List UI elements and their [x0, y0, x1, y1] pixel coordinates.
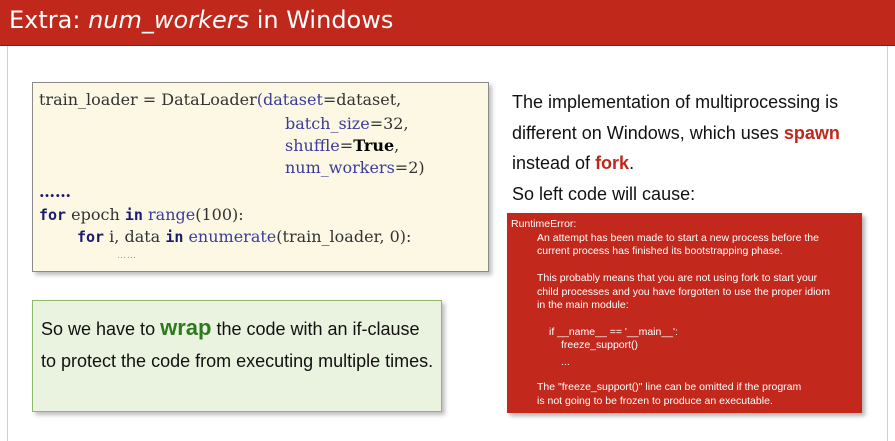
- code-arg-num-workers: num_workers: [285, 158, 395, 177]
- error-line: This probably means that you are not usi…: [537, 272, 818, 284]
- code-fn-enumerate: enumerate: [183, 227, 277, 246]
- error-code-line: freeze_support(): [561, 339, 639, 351]
- explanation-lead-in: So left code will cause:: [512, 183, 696, 204]
- error-message-box: RuntimeError: An attempt has been made t…: [507, 213, 862, 413]
- code-line-for-epoch: for epoch in range(100):: [39, 204, 244, 226]
- error-code-line: ...: [561, 356, 570, 368]
- error-code-line: if __name__ == '__main__':: [549, 326, 678, 338]
- explanation-text: The implementation of multiprocessing is…: [512, 87, 882, 209]
- error-line: The "freeze_support()" line can be omitt…: [537, 381, 802, 393]
- highlight-spawn: spawn: [783, 122, 840, 143]
- note-box: So we have to wrap the code with an if-c…: [32, 300, 442, 412]
- code-arg-dataset-value: =dataset,: [322, 90, 402, 109]
- explanation-period: .: [629, 153, 635, 173]
- slide-title: Extra: num_workers in Windows: [9, 5, 393, 35]
- error-line: An attempt has been made to start a new …: [537, 232, 819, 244]
- note-text-before: So we have to: [41, 319, 161, 339]
- code-arg-num-workers-value: =2): [394, 158, 425, 177]
- title-bar: Extra: num_workers in Windows: [0, 0, 895, 46]
- code-line-for-i: for i, data in enumerate(train_loader, 0…: [77, 226, 411, 248]
- error-line: is not going to be frozen to produce an …: [537, 395, 773, 407]
- code-comma: ,: [394, 136, 400, 155]
- note-text: So we have to wrap the code with an if-c…: [41, 312, 439, 377]
- code-line-4: num_workers=2): [285, 157, 425, 179]
- code-var-epoch: epoch: [66, 205, 125, 224]
- code-class-name: DataLoader: [161, 90, 257, 109]
- code-enumerate-args: (train_loader, 0):: [276, 227, 412, 246]
- error-title: RuntimeError:: [511, 218, 577, 230]
- title-suffix: in Windows: [249, 6, 394, 34]
- code-line-3: shuffle=True,: [285, 135, 399, 157]
- code-ellipsis-inner: ……: [117, 251, 137, 261]
- keyword-for: for: [39, 206, 67, 224]
- code-line-1: train_loader = DataLoader(dataset=datase…: [39, 89, 401, 111]
- keyword-in: in: [165, 228, 184, 246]
- note-wrap-word: wrap: [160, 315, 212, 340]
- note-text-after: the code with an if-clause to protect th…: [41, 319, 434, 371]
- code-eq: =: [339, 136, 354, 155]
- keyword-in: in: [124, 206, 143, 224]
- code-ellipsis: ……: [39, 182, 71, 201]
- error-line: current process has finished its bootstr…: [537, 245, 783, 257]
- keyword-for: for: [77, 228, 105, 246]
- code-assign-target: train_loader =: [39, 90, 162, 109]
- explanation-part-1: The implementation of multiprocessing is…: [512, 92, 839, 143]
- code-range-args: (100):: [195, 205, 244, 224]
- highlight-fork: fork: [595, 153, 630, 173]
- code-arg-dataset: dataset: [263, 90, 323, 109]
- title-prefix: Extra:: [9, 6, 89, 34]
- title-emphasis: num_workers: [88, 6, 250, 34]
- code-arg-batch-size: batch_size: [285, 114, 370, 133]
- code-open-paren: (: [256, 90, 264, 109]
- code-arg-batch-size-value: =32,: [369, 114, 409, 133]
- error-line: in the main module:: [537, 299, 629, 311]
- error-line: child processes and you have forgotten t…: [537, 286, 831, 298]
- code-var-i-data: i, data: [104, 227, 166, 246]
- code-arg-shuffle: shuffle: [285, 136, 340, 155]
- code-true-literal: True: [353, 136, 395, 155]
- explanation-part-2: instead of: [512, 153, 596, 173]
- code-fn-range: range: [142, 205, 196, 224]
- code-block: train_loader = DataLoader(dataset=datase…: [32, 82, 489, 272]
- code-line-2: batch_size=32,: [285, 113, 409, 135]
